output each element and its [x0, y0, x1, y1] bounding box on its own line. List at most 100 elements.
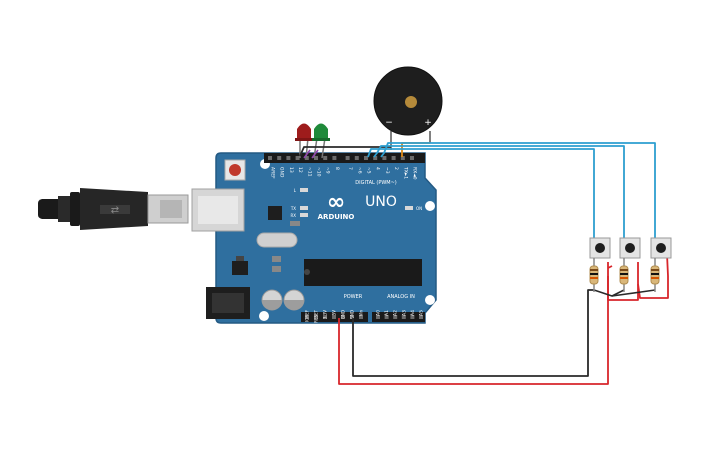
resistor-3[interactable] — [650, 258, 660, 292]
header-pin[interactable] — [268, 156, 272, 160]
pin-label: IOREF — [305, 309, 310, 322]
header-pin[interactable] — [410, 315, 415, 319]
pin-label: ~9 — [325, 167, 331, 174]
header-pin[interactable] — [393, 315, 398, 319]
model-label: UNO — [365, 194, 397, 210]
capacitor — [261, 289, 283, 311]
digital-header-label: DIGITAL (PWM~) — [355, 180, 397, 186]
power-header-label: POWER — [344, 294, 363, 300]
header-pin[interactable] — [359, 315, 363, 319]
push-button-2[interactable] — [619, 237, 641, 259]
header-pin[interactable] — [376, 315, 380, 319]
resistor-2[interactable] — [619, 258, 629, 292]
pin-label: RX◄0 — [412, 167, 418, 180]
power-jack[interactable] — [206, 287, 250, 319]
pin-label: 12 — [297, 167, 303, 173]
header-pin[interactable] — [391, 156, 396, 160]
usb-symbol-icon: ⇄ — [111, 205, 119, 216]
pin-label: A5 — [419, 310, 425, 316]
header-pin[interactable] — [345, 156, 350, 160]
reset-button[interactable] — [224, 159, 246, 181]
piezo-buzzer[interactable]: − + — [373, 66, 443, 150]
header-pin[interactable] — [384, 315, 389, 319]
pin-label: AREF — [270, 167, 276, 179]
pin-label: A3 — [401, 310, 407, 316]
pin-label: A4 — [410, 310, 416, 316]
buzzer-plus-label: + — [424, 118, 432, 128]
pin-label: 2 — [393, 167, 399, 170]
header-pin[interactable] — [341, 315, 345, 319]
header-pin[interactable] — [314, 315, 318, 319]
header-pin[interactable] — [286, 156, 291, 160]
push-button-3[interactable] — [650, 237, 672, 259]
pin-label: GND — [279, 167, 285, 178]
pin-label: Vin — [359, 310, 364, 317]
header-pin[interactable] — [277, 156, 282, 160]
wire-gnd[interactable] — [352, 289, 594, 377]
svg-text:TX: TX — [290, 206, 296, 211]
header-pin[interactable] — [382, 156, 387, 160]
usb-cable[interactable]: ⇄ — [38, 188, 189, 230]
header-pin[interactable] — [332, 315, 336, 319]
buzzer-center-icon — [405, 96, 417, 108]
pin-label: GND — [341, 310, 346, 319]
voltage-regulator — [232, 261, 248, 275]
buzzer-minus-label: − — [385, 118, 393, 128]
header-pin[interactable] — [305, 315, 309, 319]
header-pin[interactable] — [419, 315, 423, 319]
digital-header — [264, 153, 425, 163]
capacitor — [283, 289, 305, 311]
header-pin[interactable] — [295, 156, 300, 160]
analog-header — [372, 312, 425, 322]
wire-button-2[interactable] — [373, 145, 625, 240]
header-pin[interactable] — [400, 156, 405, 160]
pin-label: 8 — [334, 167, 340, 170]
usb-chip — [268, 206, 282, 220]
header-pin[interactable] — [354, 156, 359, 160]
pin-label: 4 — [375, 167, 381, 170]
pin-label: A1 — [384, 310, 390, 316]
push-button-1[interactable] — [589, 237, 611, 259]
header-pin[interactable] — [373, 156, 378, 160]
wire-gnd-buzzer[interactable] — [299, 146, 391, 157]
onboard-led-on: ON — [405, 206, 422, 211]
wire-button-3[interactable] — [380, 142, 656, 240]
pin-label: 7 — [347, 167, 353, 170]
pin-label: ~6 — [356, 167, 362, 174]
header-pin[interactable] — [350, 315, 354, 319]
svg-text:ON: ON — [416, 206, 422, 211]
wire-button-link[interactable] — [637, 253, 669, 299]
header-pin[interactable] — [323, 156, 328, 160]
svg-text:L: L — [294, 188, 297, 193]
header-pin[interactable] — [323, 315, 327, 319]
resistor-1[interactable] — [589, 258, 599, 292]
header-pin[interactable] — [401, 315, 406, 319]
pin-label: GND — [350, 310, 355, 319]
pin-label: TX►1 — [402, 166, 408, 179]
pin-label: 3.3V — [323, 310, 328, 319]
mounting-hole — [425, 295, 435, 305]
onboard-led-rx: RX — [290, 213, 308, 218]
mounting-hole — [259, 311, 269, 321]
wire-button-1[interactable] — [367, 148, 595, 240]
header-pin[interactable] — [364, 156, 368, 160]
pin-label: 13 — [288, 167, 294, 173]
header-pin[interactable] — [304, 156, 309, 160]
header-pin[interactable] — [332, 156, 337, 160]
header-pin[interactable] — [410, 156, 414, 160]
wire-5v[interactable] — [338, 276, 609, 385]
onboard-led-l: L — [294, 188, 308, 193]
pin-label: ~10 — [316, 167, 322, 177]
pin-label: A2 — [393, 310, 399, 316]
pin-label: ~3 — [384, 167, 390, 174]
analog-header-label: ANALOG IN — [387, 294, 415, 300]
pin-label: RESET — [314, 309, 319, 322]
brand-label: ARDUINO — [318, 213, 355, 221]
header-pin[interactable] — [314, 156, 318, 160]
arduino-logo-icon: ∞ — [327, 190, 345, 215]
pin-label: A0 — [376, 310, 382, 316]
onboard-led-tx: TX — [290, 206, 308, 211]
svg-text:RX: RX — [290, 213, 296, 218]
